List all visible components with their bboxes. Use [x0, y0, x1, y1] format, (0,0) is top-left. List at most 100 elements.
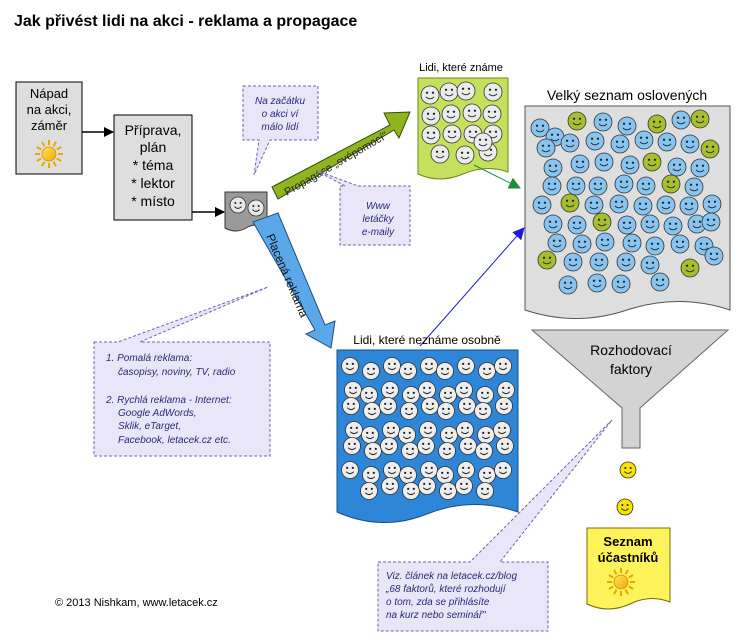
participants-line-2: účastníků — [598, 550, 659, 565]
smiley-face-icon — [495, 397, 513, 415]
smiley-face-icon — [617, 116, 637, 136]
smiley-face-icon — [360, 482, 378, 500]
note-ads-line-5: Sklik, eTarget, — [118, 421, 181, 432]
smiley-face-icon — [684, 177, 704, 197]
smiley-face-icon — [399, 466, 417, 484]
idea-box: Nápad na akci, záměr — [15, 81, 83, 175]
smiley-face-icon — [478, 466, 496, 484]
note-start-line-1: Na začátku — [255, 96, 305, 107]
smiley-face-icon — [383, 357, 401, 375]
prep-line-2: plán — [140, 139, 166, 155]
smiley-face-icon — [379, 397, 397, 415]
smiley-face-icon — [477, 426, 495, 444]
funnel-line-2: faktory — [610, 361, 652, 377]
smiley-face-icon — [670, 234, 690, 254]
smiley-face-icon — [440, 426, 458, 444]
note-ads-line-2: časopisy, noviny, TV, radio — [118, 367, 236, 378]
smiley-face-icon — [457, 461, 475, 479]
smiley-face-icon — [622, 233, 642, 253]
footer-credit: © 2013 Nishkam, www.letacek.cz — [55, 597, 218, 609]
idea-line-2: na akci, — [27, 102, 72, 117]
prep-line-3: * téma — [133, 157, 174, 173]
smiley-face-icon — [567, 215, 587, 235]
note-ads: 1. Pomalá reklama: časopisy, noviny, TV,… — [93, 286, 271, 457]
smiley-face-icon — [656, 195, 676, 215]
smiley-face-icon — [619, 461, 637, 479]
smiley-face-icon — [400, 402, 418, 420]
smiley-face-icon — [436, 466, 454, 484]
smiley-face-icon — [584, 195, 604, 215]
known-people-group — [417, 77, 509, 180]
smiley-face-icon — [690, 158, 710, 178]
smiley-face-icon — [701, 212, 721, 232]
smiley-face-icon — [474, 402, 492, 420]
smiley-face-icon — [382, 421, 400, 439]
unknown-people-group — [336, 349, 519, 523]
smiley-face-icon — [679, 196, 699, 216]
smiley-face-icon — [418, 477, 436, 495]
smiley-face-icon — [620, 155, 640, 175]
smiley-face-icon — [476, 482, 494, 500]
funnel-line-1: Rozhodovací — [590, 342, 672, 358]
smiley-face-icon — [671, 110, 691, 130]
smiley-face-icon — [482, 104, 502, 124]
smiley-face-icon — [421, 125, 441, 145]
smiley-face-icon — [383, 461, 401, 479]
known-people-label: Lidi, které známe — [419, 62, 503, 74]
smiley-face-icon — [439, 82, 459, 102]
smiley-face-icon — [421, 397, 439, 415]
decision-funnel: Rozhodovací faktory — [530, 329, 730, 449]
note-article: Viz. článek na letacek.cz/blog „68 fakto… — [377, 419, 613, 632]
prep-line-5: * místo — [131, 193, 175, 209]
smiley-face-icon — [640, 214, 660, 234]
note-start-line-2: o akci ví — [262, 109, 300, 120]
smiley-face-icon — [493, 421, 511, 439]
smiley-face-icon — [532, 195, 552, 215]
note-article-line-2: „68 faktorů, které rozhodují — [385, 583, 507, 595]
note-article-line-1: Viz. článek na letacek.cz/blog — [386, 571, 517, 582]
smiley-face-icon — [483, 82, 503, 102]
smiley-face-icon — [572, 234, 592, 254]
reached-list — [524, 105, 731, 319]
smiley-face-icon — [588, 176, 608, 196]
smiley-face-icon — [542, 176, 562, 196]
filtered-people — [616, 461, 637, 516]
smiley-face-icon — [439, 482, 457, 500]
note-start: Na začátku o akci ví málo lidí — [242, 85, 319, 176]
smiley-face-icon — [543, 158, 563, 178]
sun-icon — [35, 140, 63, 168]
smiley-face-icon — [417, 437, 435, 455]
smiley-face-icon — [401, 442, 419, 460]
smiley-face-icon — [633, 196, 653, 216]
smiley-face-icon — [457, 357, 475, 375]
smiley-face-icon — [595, 232, 615, 252]
smiley-face-icon — [589, 252, 609, 272]
smiley-face-icon — [547, 233, 567, 253]
smiley-face-icon — [592, 212, 612, 232]
smiley-face-icon — [536, 138, 556, 158]
note-channels-line-1: Www — [366, 201, 391, 212]
smiley-face-icon — [634, 130, 654, 150]
smiley-face-icon — [494, 461, 512, 479]
smiley-face-icon — [645, 236, 665, 256]
smiley-face-icon — [441, 104, 461, 124]
smiley-face-icon — [567, 111, 587, 131]
note-channels-line-2: letáčky — [362, 214, 394, 225]
smiley-face-icon — [593, 112, 613, 132]
smiley-face-icon — [476, 386, 494, 404]
note-article-line-3: o tom, zda se přihlásíte — [386, 597, 490, 608]
smiley-face-icon — [456, 421, 474, 439]
smiley-face-icon — [341, 357, 359, 375]
idea-line-3: záměr — [31, 118, 68, 133]
smiley-face-icon — [700, 139, 720, 159]
arrow-known-to-reached — [473, 164, 521, 189]
note-ads-line-1: 1. Pomalá reklama: — [106, 353, 192, 364]
smiley-face-icon — [543, 214, 563, 234]
smiley-face-icon — [594, 152, 614, 172]
reached-label: Velký seznam oslovených — [547, 87, 707, 103]
smiley-face-icon — [563, 252, 583, 272]
smiley-face-icon — [247, 199, 265, 217]
unknown-people-label: Lidi, které neznáme osobně — [353, 333, 501, 347]
smiley-face-icon — [442, 124, 462, 144]
